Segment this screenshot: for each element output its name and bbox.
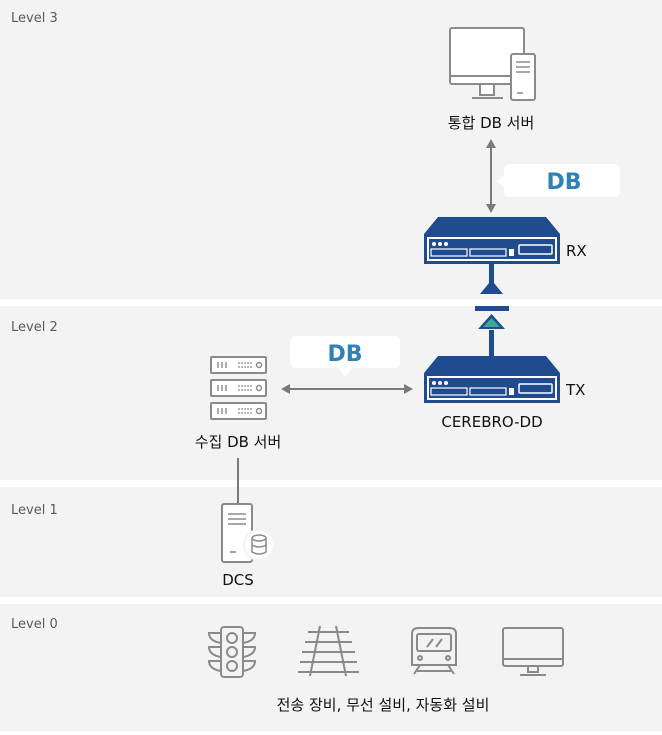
traffic-light-icon <box>207 626 257 678</box>
integrated-db-server-label: 통합 DB 서버 <box>448 114 535 132</box>
integrated-rx-link-arrow <box>486 139 496 213</box>
cerebro-dd-label: CEREBRO-DD <box>441 413 542 431</box>
db-bubble-top: DB <box>496 164 620 197</box>
level-2-band <box>0 306 662 480</box>
tx-appliance-icon <box>424 356 560 403</box>
rx-label: RX <box>566 242 587 260</box>
tx-label: TX <box>565 381 585 399</box>
collection-tx-link-arrow <box>281 384 413 394</box>
railway-track-icon <box>298 625 359 677</box>
db-bubble-top-text: DB <box>546 170 581 195</box>
level-3-band <box>0 0 662 299</box>
field-devices-label: 전송 장비, 무선 설비, 자동화 설비 <box>277 696 490 714</box>
train-icon <box>411 627 457 675</box>
level-2-label: Level 2 <box>11 320 58 335</box>
level-3-label: Level 3 <box>11 11 58 26</box>
server-database-icon <box>221 503 275 563</box>
dcs-label: DCS <box>222 571 254 589</box>
rack-server-icon <box>210 356 267 420</box>
db-bubble-mid: DB <box>290 336 400 377</box>
level-1-label: Level 1 <box>11 503 58 518</box>
data-diode-icon <box>475 264 509 358</box>
monitor-tower-icon <box>449 27 536 101</box>
level-0-band <box>0 604 662 731</box>
level-0-label: Level 0 <box>11 617 58 632</box>
collection-db-server-label: 수집 DB 서버 <box>195 433 282 451</box>
db-bubble-mid-text: DB <box>327 342 362 367</box>
level-1-band <box>0 487 662 597</box>
rx-appliance-icon <box>424 217 560 264</box>
monitor-icon <box>502 627 564 676</box>
